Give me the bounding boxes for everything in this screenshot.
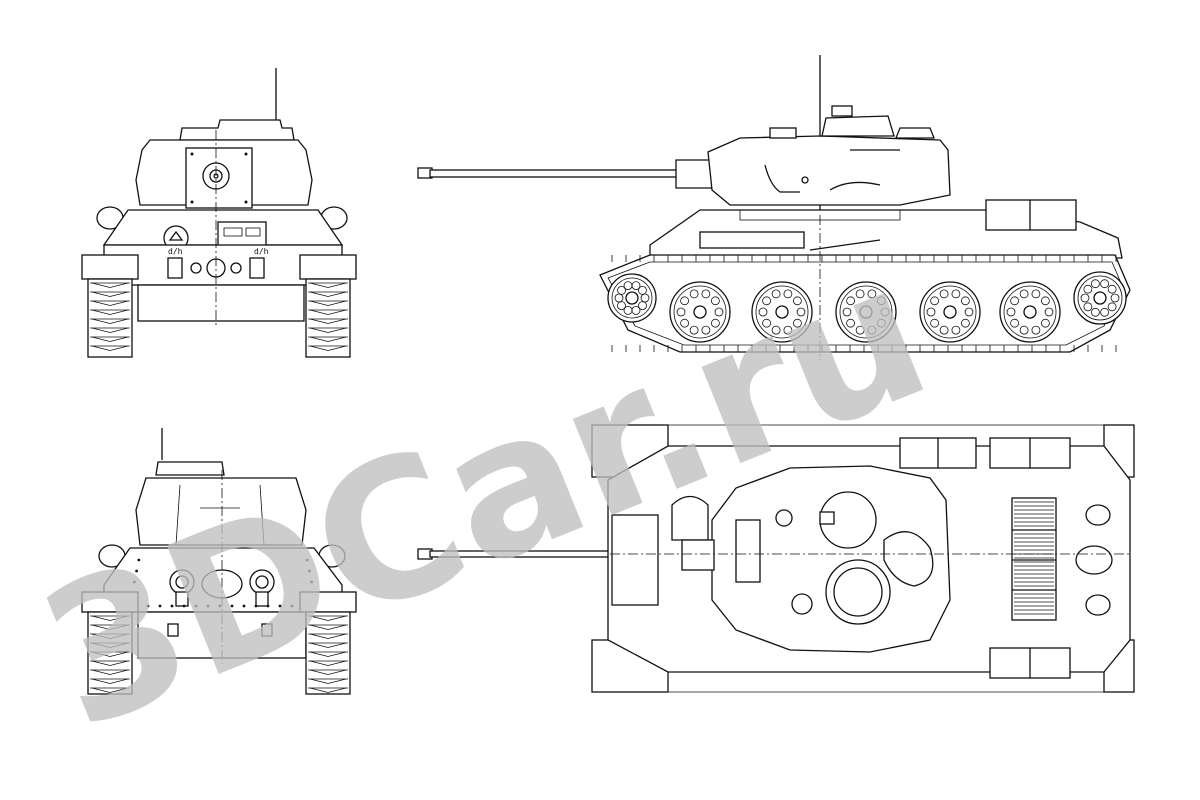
gun-mantlet <box>185 147 253 209</box>
road-wheels <box>607 255 1127 352</box>
top-view <box>417 424 1135 693</box>
top-rear-hatch <box>1075 545 1113 575</box>
tool-box <box>699 231 805 249</box>
top-mantlet <box>681 539 715 571</box>
loader-hatch-top <box>825 559 891 625</box>
exhaust-pipe-right <box>249 569 275 607</box>
top-gunner-sight <box>735 519 761 583</box>
hull-marking-right: d/h <box>254 247 269 256</box>
front-view: d/h d/h <box>81 68 357 358</box>
rear-track-left <box>81 591 139 695</box>
top-ventilator <box>883 531 934 587</box>
rear-turret-roof <box>155 461 225 476</box>
external-fuel-tank <box>985 199 1077 231</box>
front-track-right <box>299 254 357 358</box>
commander-cupola <box>821 115 895 137</box>
rear-turret <box>135 477 307 546</box>
front-turret-roof <box>179 119 295 141</box>
top-front-plate <box>611 514 659 606</box>
side-turret <box>707 135 951 206</box>
front-track-left <box>81 254 139 358</box>
rear-view <box>81 428 357 695</box>
gun-barrel <box>429 169 681 178</box>
hull-marking-left: d/h <box>168 247 183 256</box>
side-periscope <box>895 127 935 139</box>
top-driver-hatch <box>671 495 709 541</box>
exhaust-pipe-left <box>169 569 195 607</box>
gun-mantlet-side <box>675 159 713 189</box>
front-belly <box>137 284 305 322</box>
side-view <box>417 55 1131 360</box>
top-turret <box>711 465 951 653</box>
rear-track-right <box>299 591 357 695</box>
